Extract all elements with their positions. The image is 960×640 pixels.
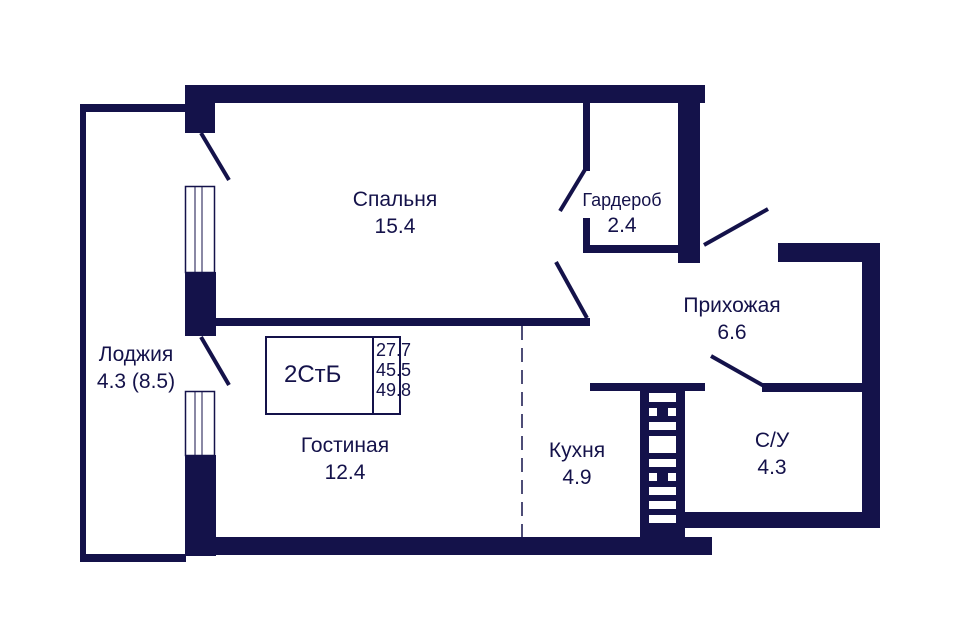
walls	[80, 85, 880, 562]
room-living: Гостиная 12.4	[301, 432, 389, 486]
apartment-areas: 27.7 45.5 49.8	[376, 340, 412, 400]
total-area: 45.5	[376, 360, 412, 380]
room-bathroom: С/У 4.3	[755, 427, 789, 481]
room-kitchen: Кухня 4.9	[549, 437, 605, 491]
living-area: 27.7	[376, 340, 412, 360]
room-area: 12.4	[324, 461, 366, 484]
doors	[199, 131, 769, 388]
vent-slots	[649, 393, 676, 523]
room-loggia: Лоджия 4.3 (8.5)	[97, 341, 175, 395]
room-area: 4.3 (8.5)	[96, 370, 176, 393]
room-name: Гардероб	[582, 190, 662, 210]
room-wardrobe: Гардероб 2.4	[582, 188, 661, 240]
windows	[184, 185, 216, 457]
room-area: 4.3	[757, 456, 787, 479]
room-name: Лоджия	[98, 343, 174, 366]
room-name: С/У	[754, 429, 790, 452]
room-name: Гостиная	[300, 434, 390, 457]
total-with-loggia: 49.8	[376, 380, 412, 400]
room-name: Прихожая	[683, 294, 781, 317]
room-name: Спальня	[352, 188, 438, 211]
room-area: 15.4	[374, 215, 416, 238]
apartment-type-code: 2СтБ	[284, 361, 342, 388]
room-bedroom: Спальня 15.4	[353, 186, 437, 240]
info-box	[265, 336, 401, 415]
room-name: Кухня	[548, 439, 606, 462]
room-area: 4.9	[562, 466, 592, 489]
room-hallway: Прихожая 6.6	[683, 292, 780, 346]
room-area: 2.4	[607, 214, 637, 237]
room-area: 6.6	[717, 321, 747, 344]
